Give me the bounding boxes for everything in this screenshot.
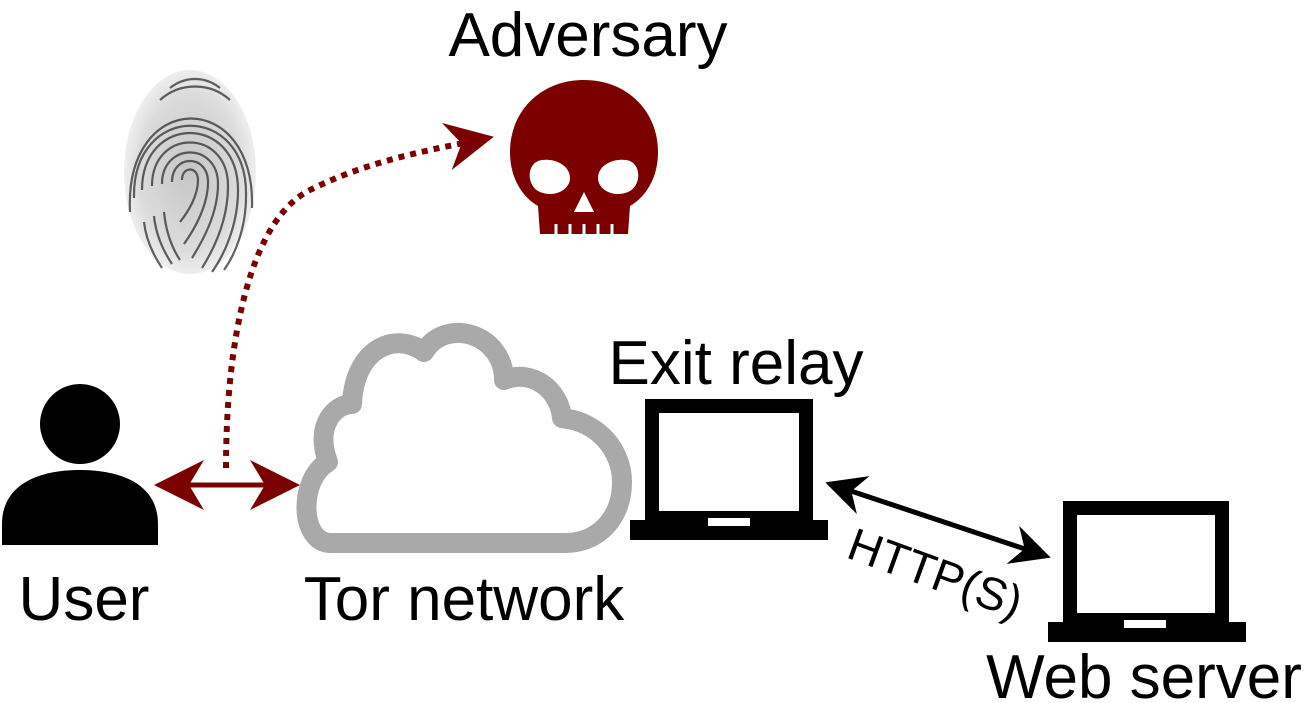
cloud-icon [296,322,632,553]
laptop-icon [630,399,828,540]
protocol-label: HTTP(S) [841,518,1029,629]
user-label: User [19,565,150,634]
laptop-icon [1048,501,1246,642]
web-server-label: Web server [986,643,1302,703]
http-arrow [825,476,1051,564]
tor-network-label: Tor network [304,565,625,634]
adversary-label: Adversary [448,1,727,70]
skull-icon [510,80,658,236]
exit-relay-label: Exit relay [609,329,864,398]
leak-arrow [223,123,494,469]
user-icon [2,384,158,545]
fingerprint-icon [124,70,256,274]
